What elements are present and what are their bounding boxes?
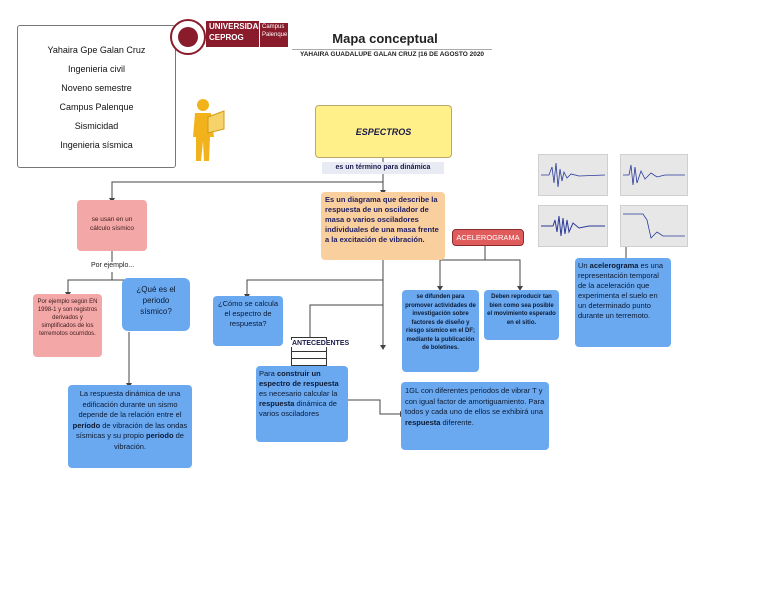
person-reading-icon xyxy=(193,99,225,161)
node-definition: Es un diagrama que describe la respuesta… xyxy=(321,192,445,260)
info-subject: Sismicidad xyxy=(74,121,119,131)
link-term: es un término para dinámica xyxy=(322,162,444,174)
node-diffusion: se difunden para promover actividades de… xyxy=(402,290,479,372)
node-reproduce: Deben reproducir tan bien como sea posib… xyxy=(484,290,559,340)
node-example: Por ejemplo según EN 1998-1 y son regist… xyxy=(33,294,102,357)
node-accel-definition: Un acelerograma es una representación te… xyxy=(575,258,671,347)
accelerogram-image-1 xyxy=(538,154,608,196)
node-question-calc: ¿Cómo se calcula el espectro de respuest… xyxy=(213,296,283,346)
info-career: Ingenieria civil xyxy=(67,64,126,74)
university-logo: UNIVERSIDAD CEPROG Campus Palenque xyxy=(170,19,288,55)
accelerogram-image-3 xyxy=(538,205,608,247)
info-semester: Noveno semestre xyxy=(61,83,132,93)
accelerogram-image-2 xyxy=(620,154,688,196)
page-subtitle: YAHAIRA GUADALUPE GALAN CRUZ |16 DE AGOS… xyxy=(292,49,492,58)
node-period-answer: La respuesta dinámica de una edificación… xyxy=(68,385,192,468)
link-antecedentes: ANTECEDENTES xyxy=(291,340,351,347)
node-acelerograma: ACELEROGRAMA xyxy=(452,229,524,246)
info-name: Yahaira Gpe Galan Cruz xyxy=(47,45,146,55)
node-usage: se usan en un cálculo sísmico xyxy=(77,200,147,251)
student-info-box: Yahaira Gpe Galan Cruz Ingenieria civil … xyxy=(17,25,176,168)
page-title: Mapa conceptual xyxy=(332,31,438,46)
info-campus: Campus Palenque xyxy=(59,102,134,112)
logo-text: UNIVERSIDAD CEPROG xyxy=(206,21,264,47)
logo-seal-icon xyxy=(170,19,206,55)
node-calc-answer: Para construir un espectro de respuesta … xyxy=(256,366,348,442)
logo-campus: Campus Palenque xyxy=(260,23,288,47)
node-espectros: ESPECTROS xyxy=(315,105,452,158)
node-one-dof: 1GL con diferentes periodos de vibrar T … xyxy=(401,382,549,450)
link-example: Por ejemplo... xyxy=(91,262,135,269)
accelerogram-image-4 xyxy=(620,205,688,247)
info-topic: Ingenieria sísmica xyxy=(60,140,133,150)
node-question-period: ¿Qué es el periodo sísmico? xyxy=(122,278,190,331)
